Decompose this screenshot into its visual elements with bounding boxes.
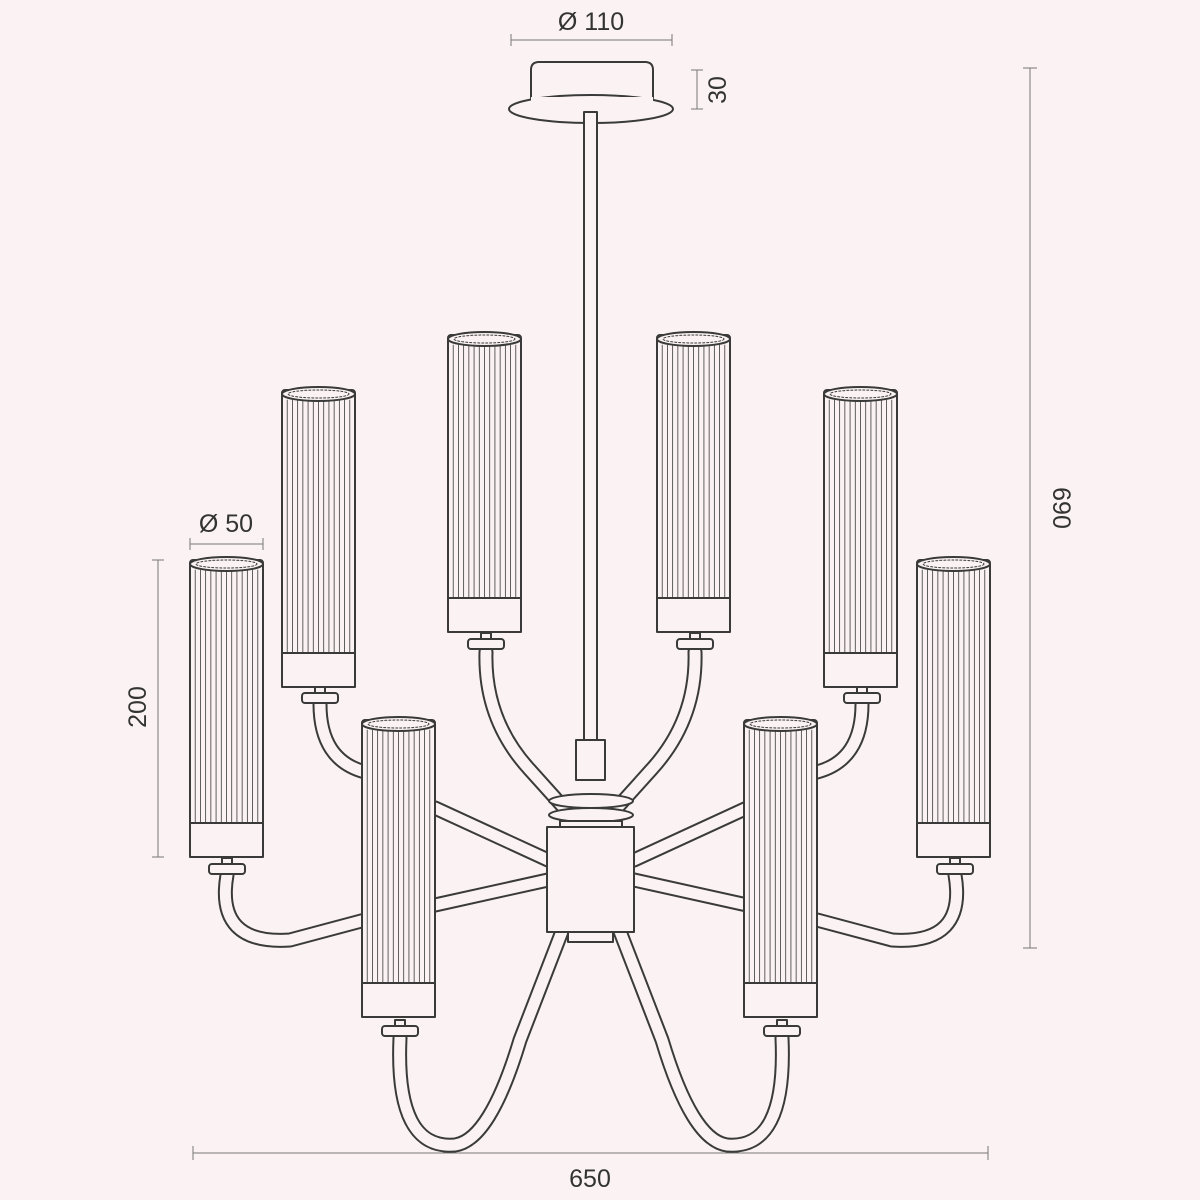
socket-cups <box>208 632 974 1037</box>
glass-shades <box>189 331 991 1018</box>
chandelier <box>189 61 991 1153</box>
ceiling-canopy <box>508 61 674 124</box>
shade <box>823 386 898 688</box>
shade-height-label: 200 <box>124 686 152 728</box>
shade <box>743 716 818 1018</box>
dimension-lines <box>152 34 1037 1160</box>
shade <box>656 331 731 633</box>
central-hub <box>546 739 635 943</box>
shade <box>916 556 991 858</box>
arms <box>217 644 965 1153</box>
shade <box>447 331 522 633</box>
total-width-label: 650 <box>569 1165 611 1193</box>
total-height-label: 690 <box>1047 487 1075 529</box>
shade-diameter-label: Ø 50 <box>199 510 253 538</box>
canopy-diameter-label: Ø 110 <box>558 8 624 36</box>
canopy-height-label: 30 <box>704 76 732 104</box>
shade <box>281 386 356 688</box>
down-rod <box>583 111 598 741</box>
shade <box>189 556 264 858</box>
shade <box>361 716 436 1018</box>
